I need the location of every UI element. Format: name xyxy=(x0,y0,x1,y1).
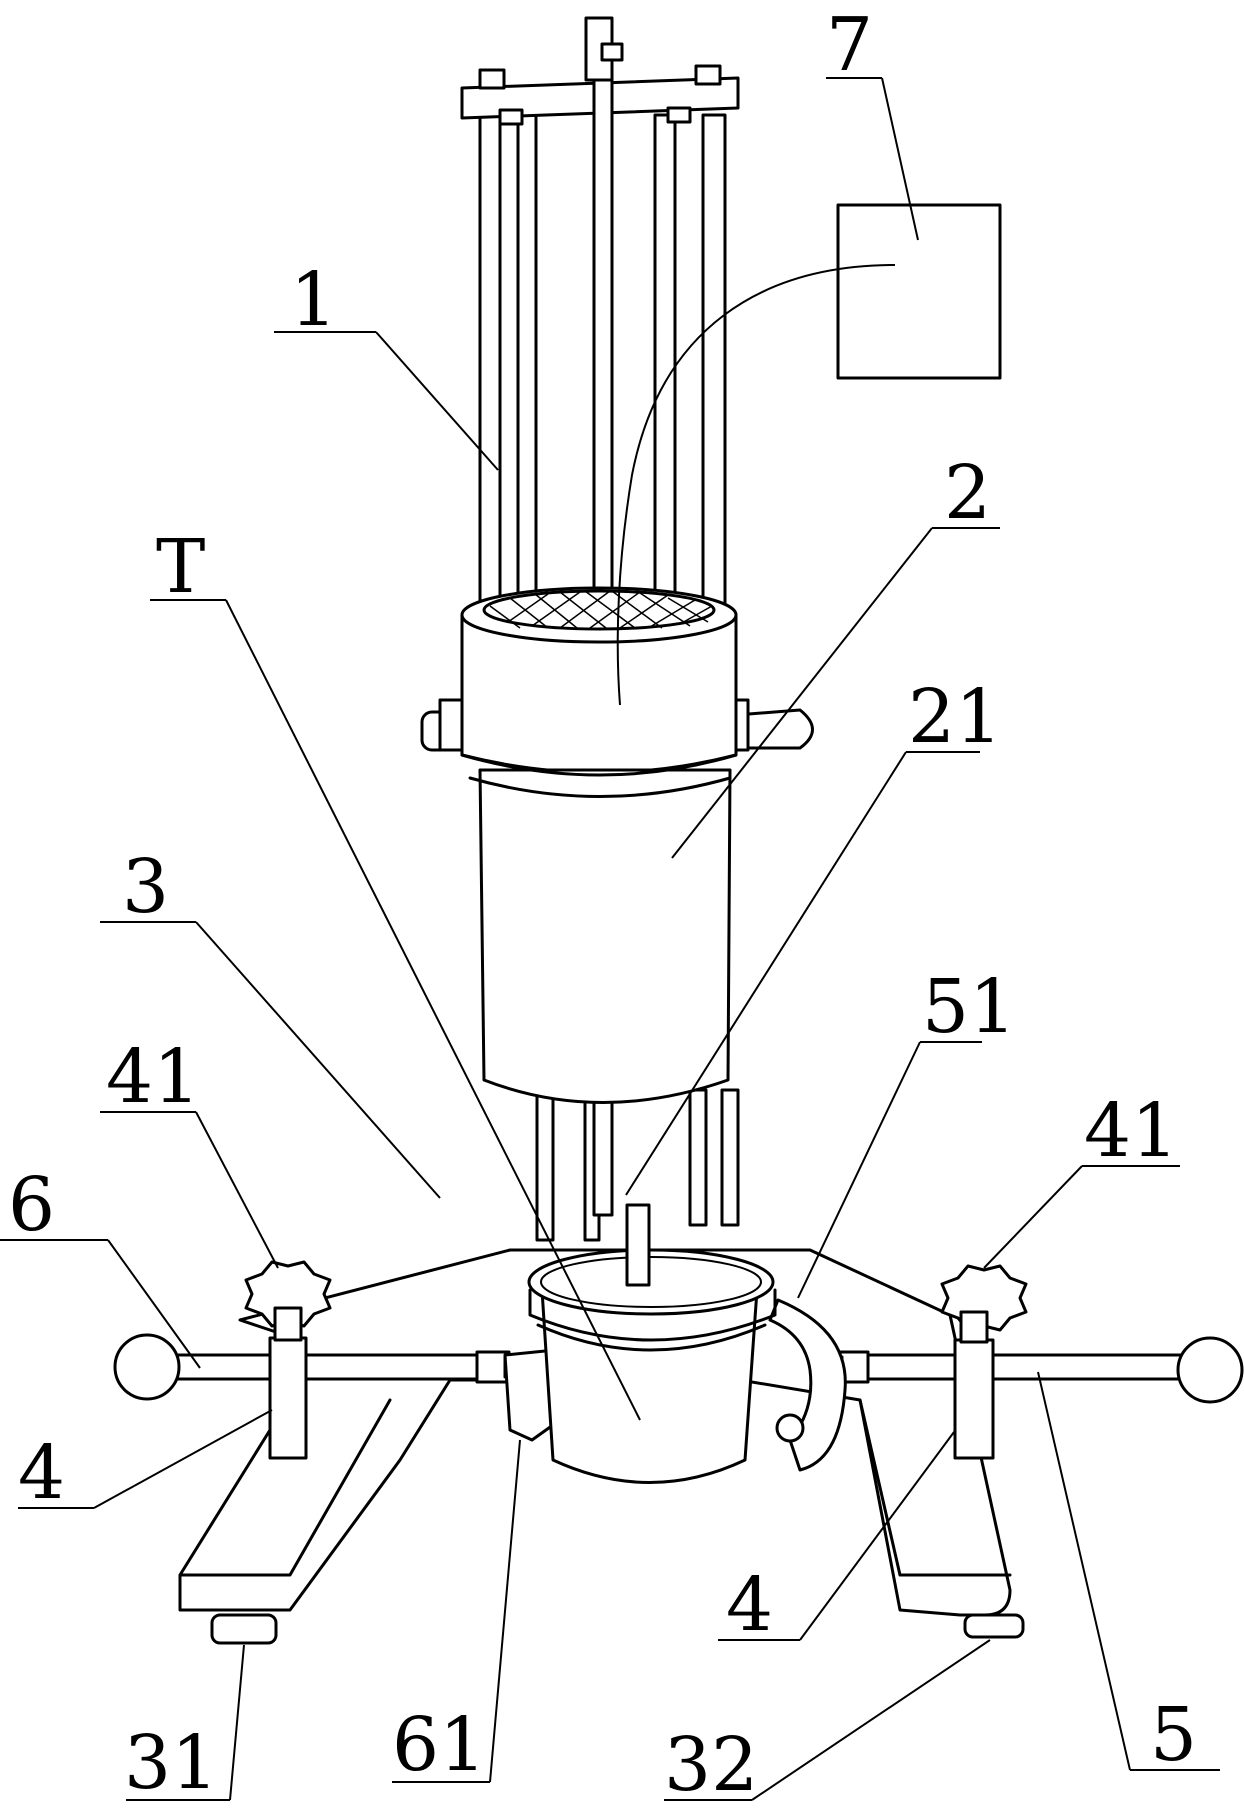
label-3: 3 xyxy=(122,844,169,930)
reference-numerals: 7 1 2 T 21 3 51 41 41 6 4 4 31 61 32 5 xyxy=(8,2,1197,1808)
guide-rods xyxy=(478,113,740,1242)
label-2: 2 xyxy=(944,450,991,536)
label-21: 21 xyxy=(908,674,1002,760)
label-T: T xyxy=(156,524,205,610)
controller-box xyxy=(616,203,1002,706)
label-41-left: 41 xyxy=(106,1034,200,1120)
label-41-right: 41 xyxy=(1084,1088,1178,1174)
label-7: 7 xyxy=(826,2,873,88)
label-31: 31 xyxy=(124,1720,218,1806)
leader-lines xyxy=(0,77,1220,1801)
label-4-left: 4 xyxy=(18,1430,65,1516)
label-6: 6 xyxy=(8,1162,55,1248)
label-61: 61 xyxy=(392,1702,486,1788)
label-5: 5 xyxy=(1150,1692,1197,1778)
cylinder-body xyxy=(420,586,814,1104)
label-1: 1 xyxy=(290,257,337,343)
mesh-screen xyxy=(489,590,713,629)
label-4-right: 4 xyxy=(726,1562,773,1648)
label-51: 51 xyxy=(922,964,1016,1050)
cup-mold xyxy=(503,1203,847,1484)
label-32: 32 xyxy=(664,1722,758,1808)
